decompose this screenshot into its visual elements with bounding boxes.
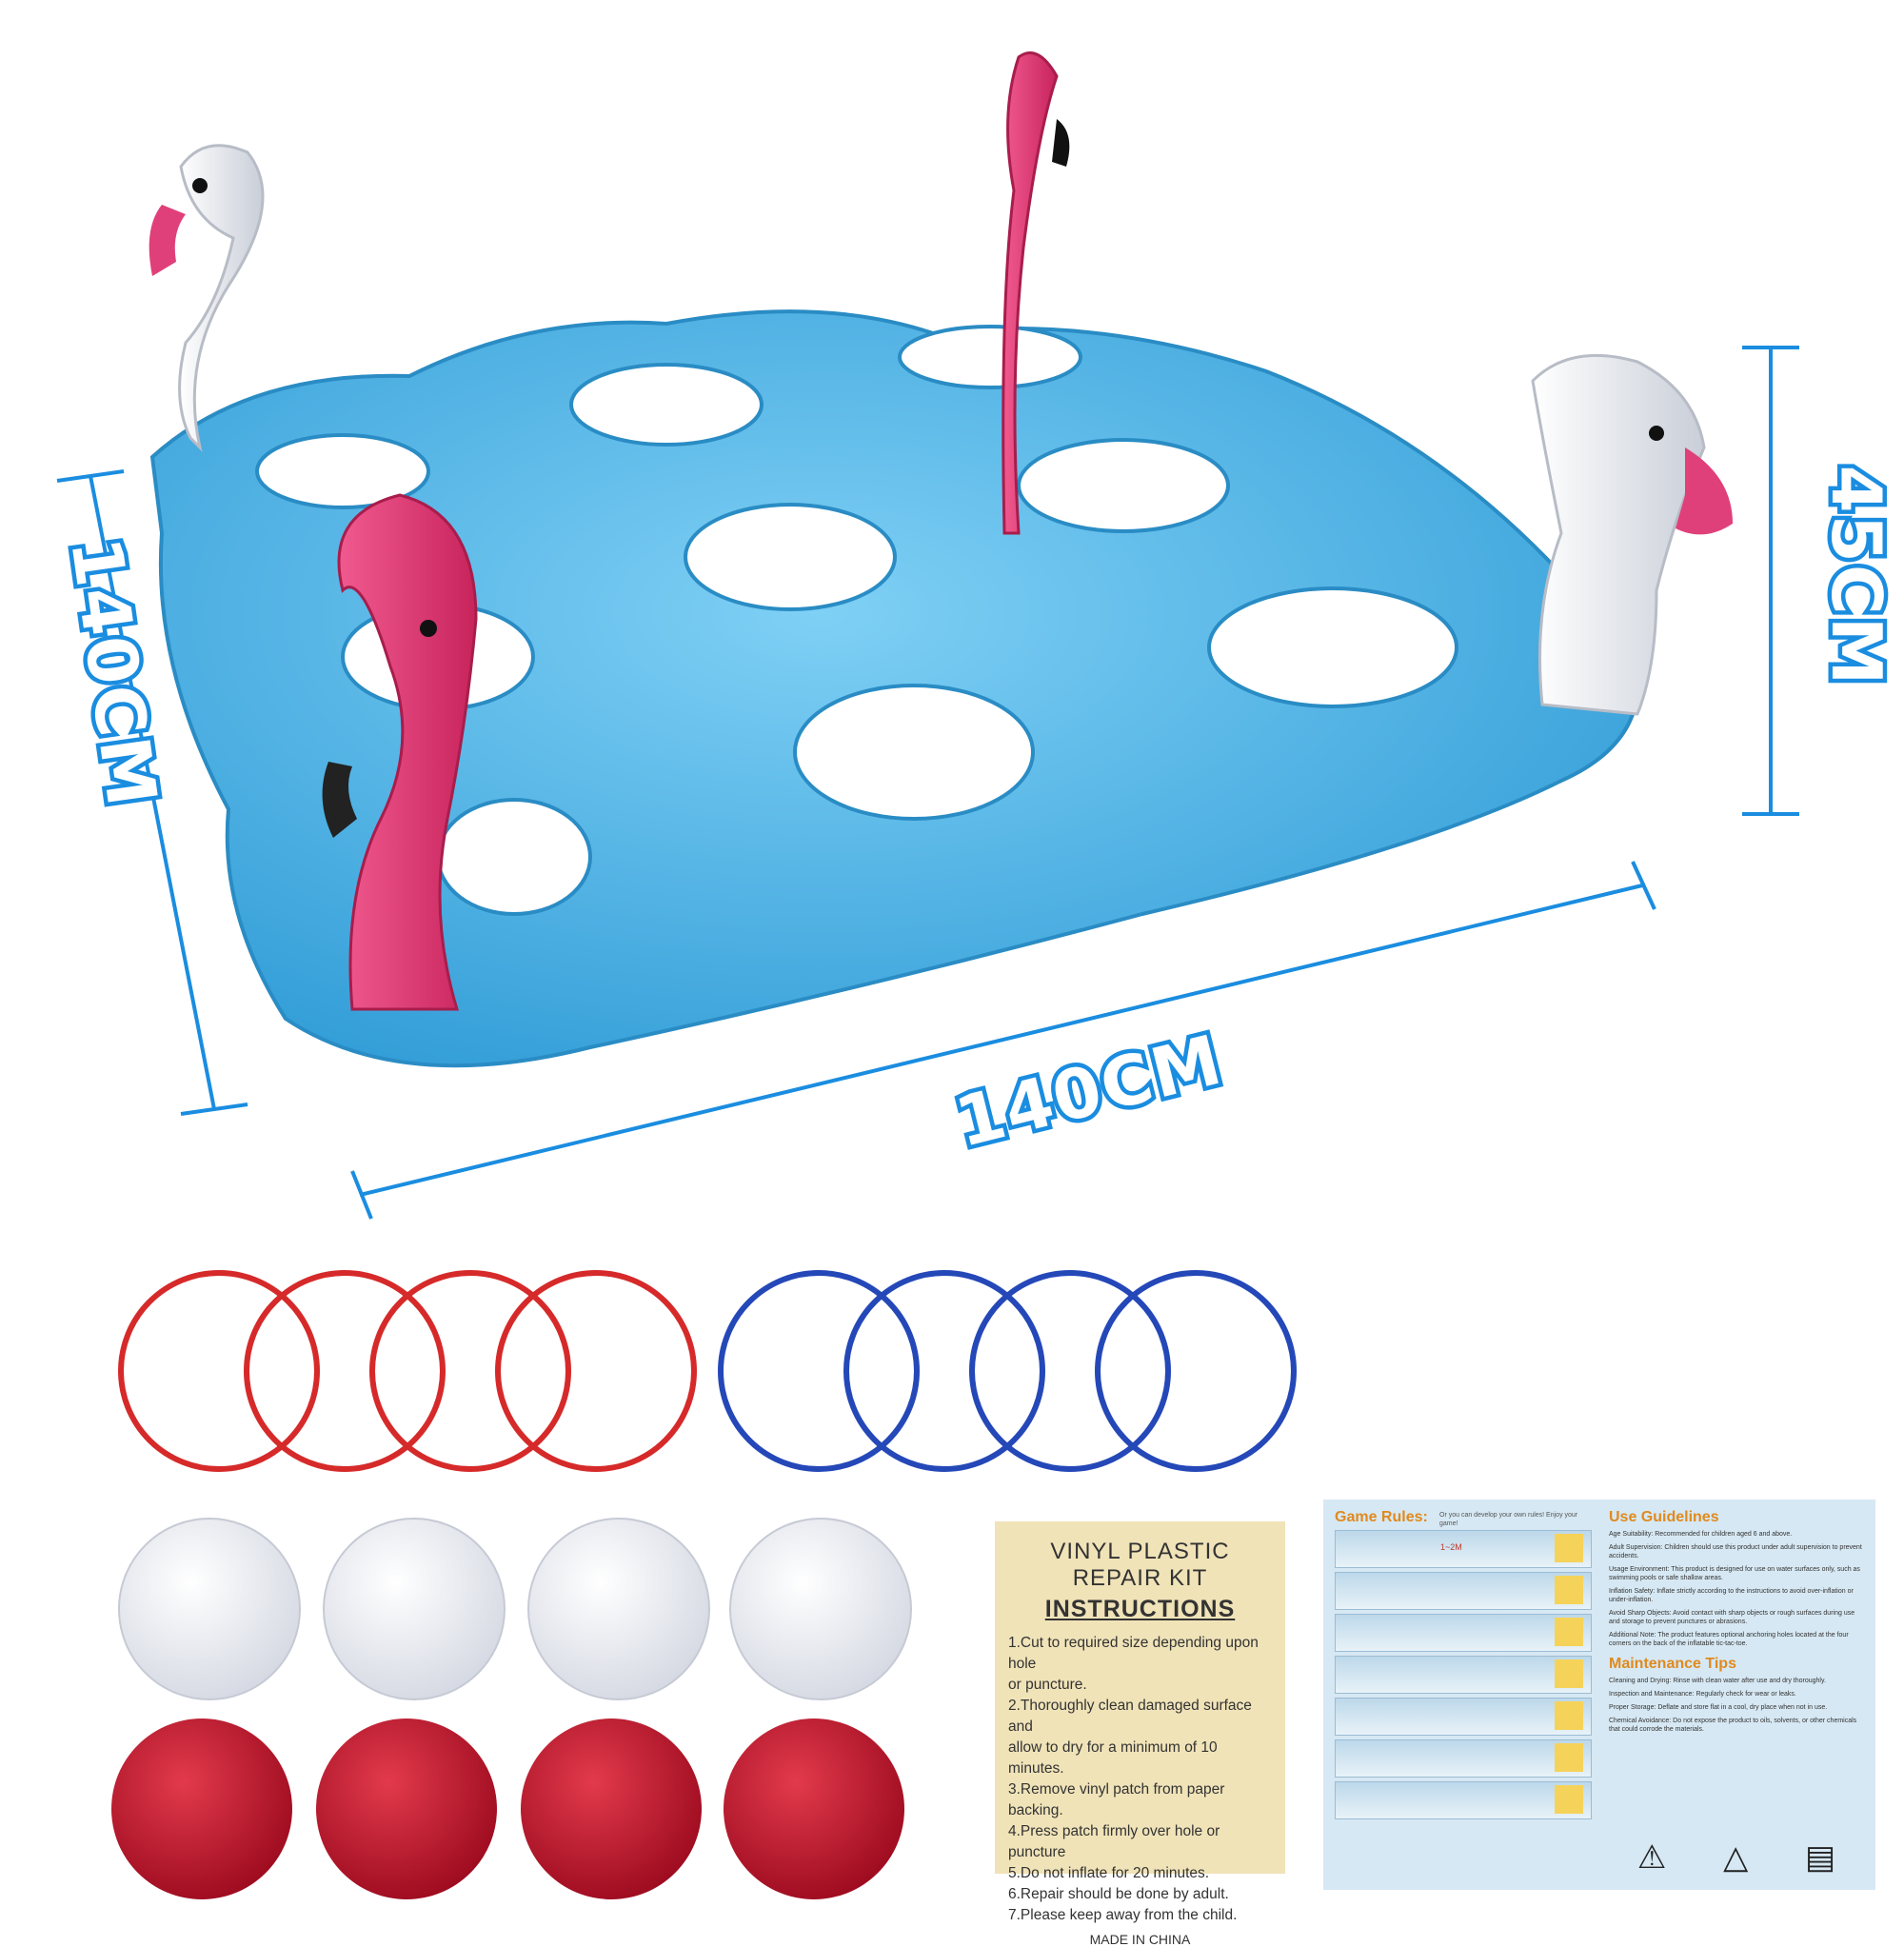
white-flamingo-left-icon: [149, 144, 265, 452]
blue-ring: [843, 1270, 1045, 1472]
repair-step: 6.Repair should be done by adult.: [1008, 1886, 1229, 1902]
pink-flamingo-back-icon: [1002, 51, 1070, 535]
game-rules-title: Game Rules:: [1335, 1509, 1428, 1525]
repair-kit-title: VINYL PLASTIC REPAIR KIT: [1050, 1539, 1230, 1591]
dimension-line-height: [1742, 346, 1799, 816]
warning-triangle-icon: ⚠: [1636, 1839, 1667, 1876]
made-in-label: MADE IN CHINA: [1089, 1932, 1191, 1947]
repair-kit-subtitle: INSTRUCTIONS: [1044, 1596, 1236, 1622]
guidelines-column: Use Guidelines Age Suitability: Recommen…: [1609, 1509, 1864, 1738]
repair-step: allow to dry for a minimum of 10 minutes…: [1008, 1739, 1218, 1777]
inflatable-float: [149, 309, 1640, 1068]
red-ring: [369, 1270, 571, 1472]
repair-step: 7.Please keep away from the child.: [1008, 1907, 1238, 1923]
product-illustration: 140CM 140CM 45CM: [51, 51, 1901, 1899]
rules-illustration: [1335, 1572, 1592, 1610]
white-balls: [118, 1518, 912, 1700]
game-rules-note: Or you can develop your own rules! Enjoy…: [1439, 1512, 1578, 1527]
use-guideline-item: Age Suitability: Recommended for childre…: [1609, 1531, 1793, 1538]
maintenance-item: Proper Storage: Deflate and store flat i…: [1609, 1704, 1828, 1711]
repair-step: 1.Cut to required size depending upon ho…: [1008, 1635, 1259, 1672]
dimension-line-width: [350, 861, 1656, 1220]
red-ball: [724, 1719, 904, 1899]
blue-rings: [718, 1270, 1297, 1472]
repair-step: or puncture.: [1008, 1677, 1087, 1693]
white-ball: [118, 1518, 301, 1700]
rules-illustration: 1~2M: [1335, 1530, 1592, 1568]
red-ball: [111, 1719, 292, 1899]
blue-ring: [718, 1270, 920, 1472]
use-guideline-item: Adult Supervision: Children should use t…: [1609, 1544, 1862, 1560]
red-ball: [316, 1719, 497, 1899]
white-ball: [527, 1518, 710, 1700]
repair-step: 4.Press patch firmly over hole or punctu…: [1008, 1823, 1220, 1860]
sharp-object-icon: △: [1723, 1839, 1749, 1876]
repair-kit-card: VINYL PLASTIC REPAIR KIT INSTRUCTIONS 1.…: [995, 1521, 1285, 1947]
use-guideline-item: Usage Environment: This product is desig…: [1609, 1566, 1860, 1581]
red-ring: [244, 1270, 446, 1472]
warning-icons: ⚠ △ ▤: [1609, 1837, 1864, 1878]
white-ball: [323, 1518, 506, 1700]
white-flamingo-right-icon: [1531, 353, 1733, 716]
maintenance-item: Cleaning and Drying: Rinse with clean wa…: [1609, 1678, 1826, 1684]
repair-step: 5.Do not inflate for 20 minutes.: [1008, 1865, 1210, 1881]
depth-dimension-label: 140CM: [55, 533, 172, 813]
maintenance-item: Chemical Avoidance: Do not expose the pr…: [1609, 1718, 1857, 1733]
red-balls: [111, 1719, 904, 1899]
use-guideline-item: Inflation Safety: Inflate strictly accor…: [1609, 1588, 1854, 1603]
blue-ring: [1095, 1270, 1297, 1472]
dimension-line-depth: [56, 469, 248, 1116]
rules-illustration: [1335, 1656, 1592, 1694]
use-guideline-item: Additional Note: The product features op…: [1609, 1632, 1849, 1647]
red-rings: [118, 1270, 697, 1472]
height-dimension-label: 45CM: [1816, 466, 1896, 687]
white-ball: [729, 1518, 912, 1700]
maintenance-item: Inspection and Maintenance: Regularly ch…: [1609, 1691, 1796, 1698]
use-guidelines-title: Use Guidelines: [1609, 1509, 1719, 1525]
rules-illustration: [1335, 1698, 1592, 1736]
distance-label: 1~2M: [1440, 1542, 1462, 1552]
red-ball: [521, 1719, 702, 1899]
use-guideline-item: Avoid Sharp Objects: Avoid contact with …: [1609, 1610, 1855, 1625]
rules-illustration: [1335, 1781, 1592, 1819]
rules-illustration: [1335, 1614, 1592, 1652]
pink-flamingo-front-icon: [322, 493, 478, 1011]
water-icon: ▤: [1804, 1839, 1836, 1876]
blue-ring: [969, 1270, 1171, 1472]
repair-step: 3.Remove vinyl patch from paper backing.: [1008, 1781, 1225, 1818]
repair-kit-steps: 1.Cut to required size depending upon ho…: [1008, 1633, 1272, 1926]
repair-step: 2.Thoroughly clean damaged surface and: [1008, 1698, 1252, 1735]
red-ring: [495, 1270, 697, 1472]
red-ring: [118, 1270, 320, 1472]
rules-illustration: [1335, 1739, 1592, 1778]
instruction-manual: Game Rules: Or you can develop your own …: [1323, 1500, 1875, 1890]
width-dimension-label: 140CM: [948, 1020, 1231, 1162]
maintenance-tips-title: Maintenance Tips: [1609, 1656, 1736, 1672]
game-rules-column: Game Rules: Or you can develop your own …: [1335, 1509, 1592, 1823]
